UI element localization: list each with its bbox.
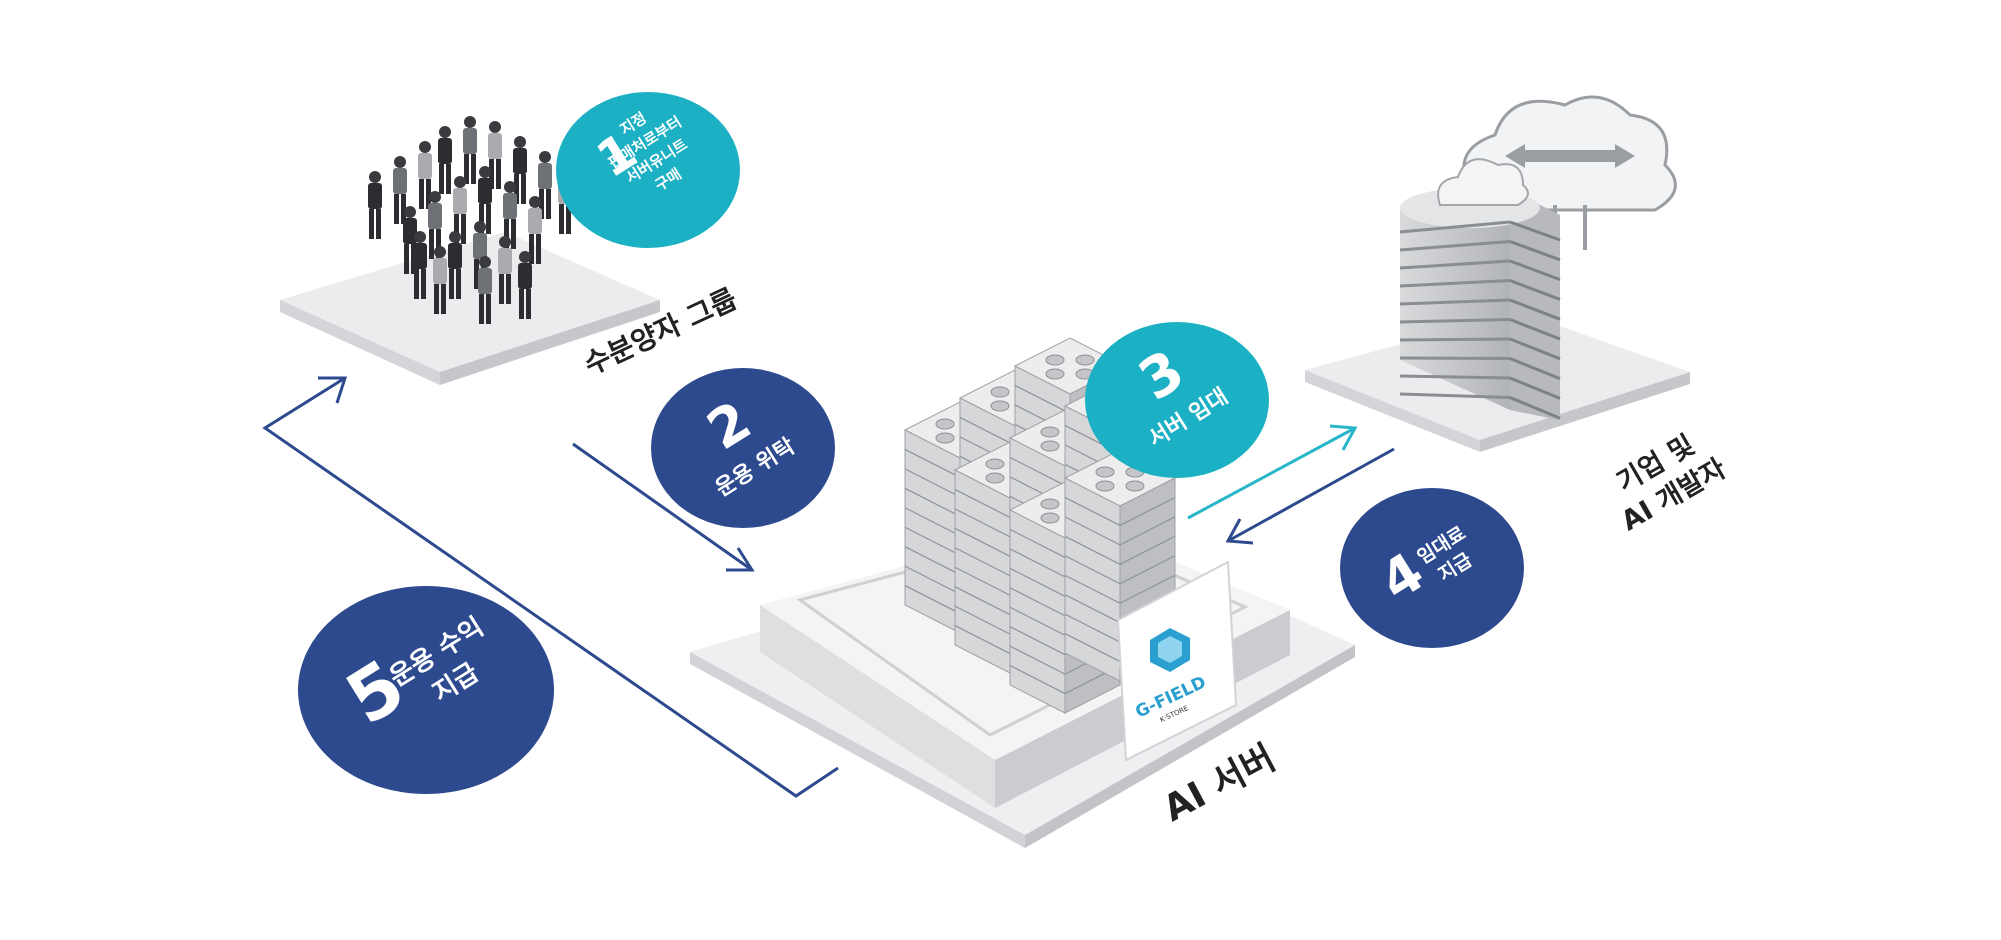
g-field-sign: G-FIELD K·STORE [1116,560,1238,762]
person-figure [478,256,492,324]
company-building-illustration [1399,95,1677,420]
person-figure [393,156,407,224]
shareholders-platform [280,232,660,385]
person-figure [478,166,492,234]
arrow-step2-commission [572,442,755,572]
person-figure [538,151,552,219]
person-figure [433,246,447,314]
person-figure [513,136,527,204]
person-figure [368,171,382,239]
person-figure [503,181,517,249]
person-figure [453,176,467,244]
step-2-bubble: 2 운용 위탁 [651,368,835,528]
person-figure [428,191,442,259]
person-figure [488,121,502,189]
people-group-illustration [368,116,572,324]
step-3-bubble: 3 서버 임대 [1085,322,1269,478]
arrow-step3-server-lease [1187,424,1358,520]
step-1-bubble: 1 지정 판매처로부터 서버유니트 구매 [556,92,740,248]
arrow-step4-rent-payment [1225,447,1395,545]
person-figure [448,231,462,299]
person-figure [498,236,512,304]
arrow-step5-profit-payment [262,376,839,798]
person-figure [463,116,477,184]
step-4-bubble: 4 임대료 지급 [1340,488,1524,648]
person-figure [528,196,542,264]
person-figure [518,251,532,319]
person-figure [438,126,452,194]
person-figure [413,231,427,299]
step-5-bubble: 5 운용 수익 지급 [298,586,554,794]
person-figure [418,141,432,209]
